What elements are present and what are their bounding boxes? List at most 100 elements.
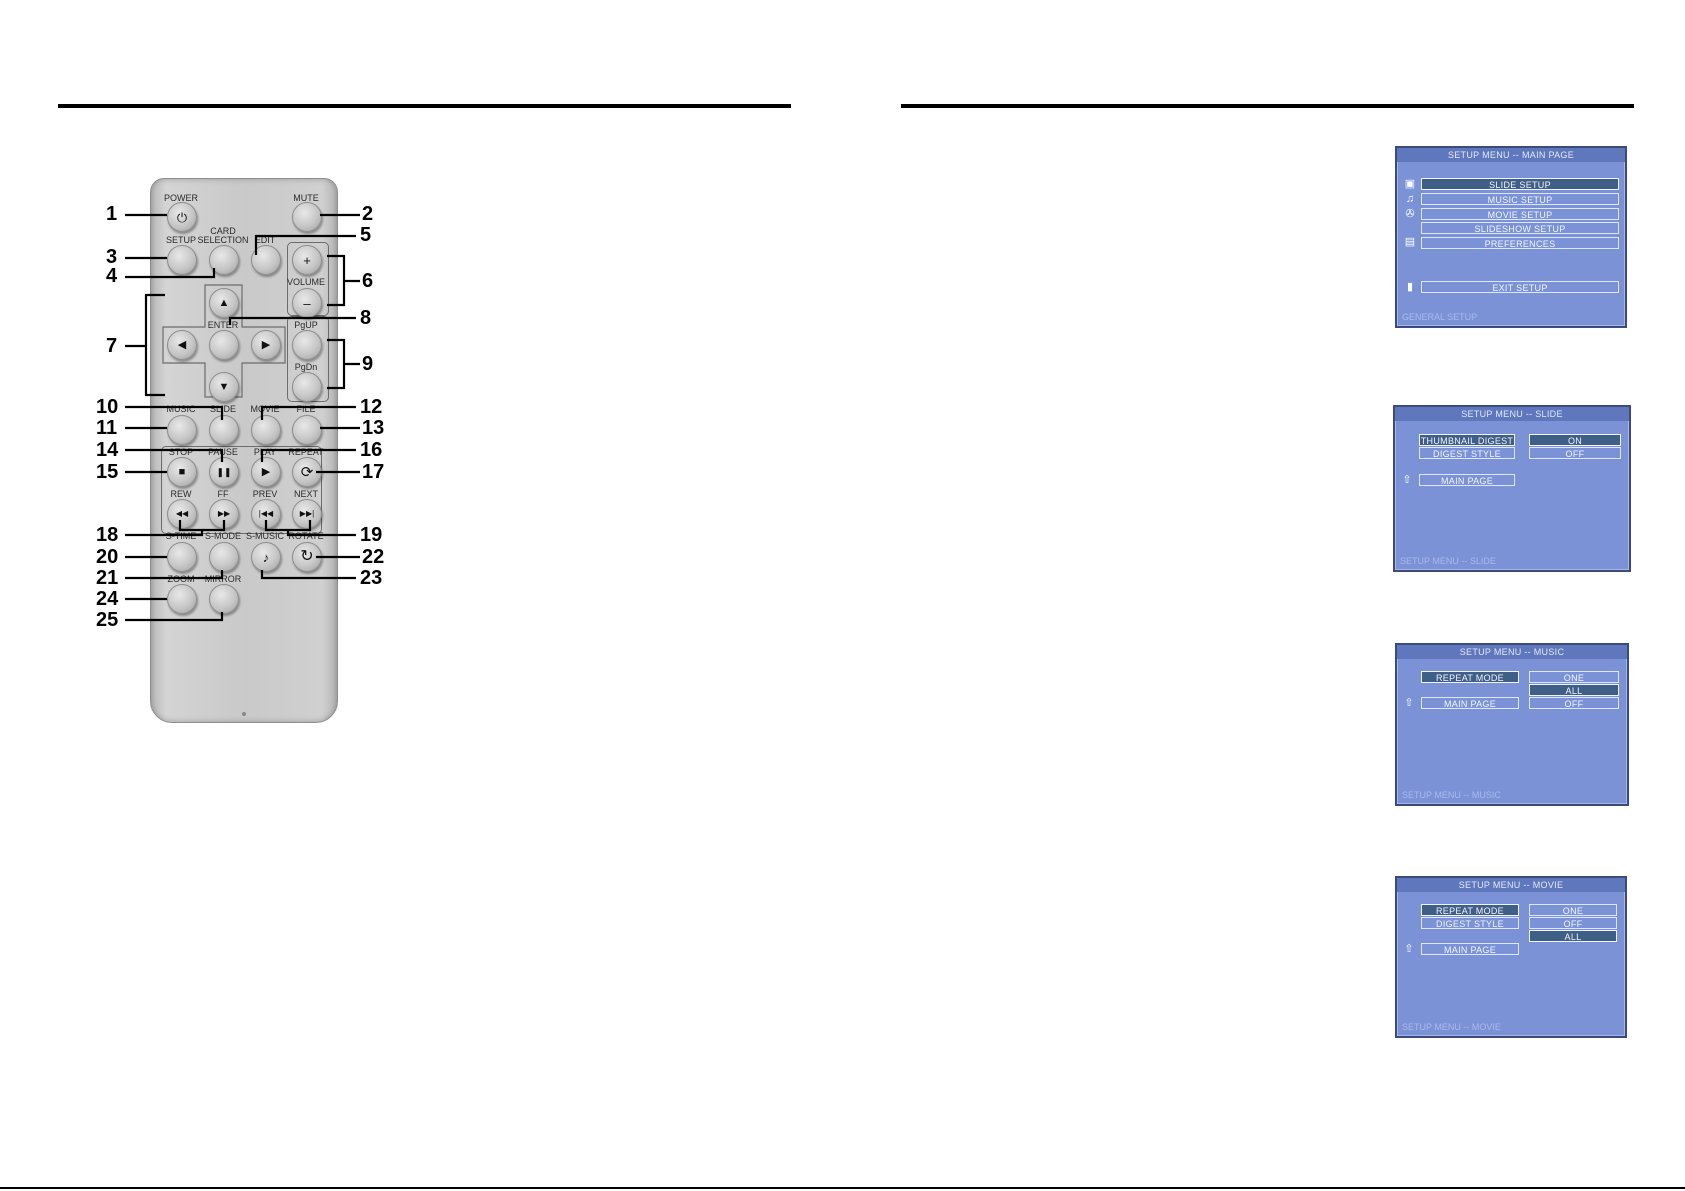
up-arrow-icon: ⇧ [1402,474,1412,486]
option-off[interactable]: OFF [1529,917,1617,929]
callout-12: 12 [360,396,383,418]
down-arrow-icon: ▼ [218,380,230,393]
menu-footer: SETUP MENU -- MUSIC [1402,790,1501,800]
menu-item-preferences[interactable]: PREFERENCES [1421,237,1619,249]
movie-button[interactable] [251,415,281,445]
callout-11: 11 [96,417,118,439]
callout-25: 25 [96,609,119,631]
setup-button[interactable] [167,245,197,275]
callout-1: 1 [106,203,118,225]
menu-item-music-setup[interactable]: MUSIC SETUP [1421,193,1619,205]
callout-19: 19 [360,524,383,546]
s-music-label: S-MUSIC [246,531,284,541]
menu-item-slideshow-setup[interactable]: SLIDESHOW SETUP [1421,222,1619,234]
up-arrow-icon: ⇧ [1404,697,1414,709]
callout-8: 8 [360,307,372,329]
menu-title: SETUP MENU -- SLIDE [1395,407,1629,421]
callout-3: 3 [106,246,118,268]
music-button[interactable] [167,415,197,445]
stop-label: STOP [168,447,194,457]
option-one[interactable]: ONE [1529,904,1617,916]
slide-button[interactable] [209,415,239,445]
plus-icon: + [303,252,311,268]
stop-button[interactable]: ■ [167,457,197,487]
s-mode-button[interactable] [209,542,239,572]
pgup-button[interactable] [292,330,322,360]
menu-item-digest-style[interactable]: DIGEST STYLE [1421,917,1519,929]
ff-button[interactable]: ▶▶ [209,499,239,529]
volume-up-button[interactable]: + [292,245,322,275]
pause-button[interactable]: ❚❚ [209,457,239,487]
option-off[interactable]: OFF [1529,447,1621,459]
menu-item-repeat-mode[interactable]: REPEAT MODE [1421,671,1519,683]
option-all[interactable]: ALL [1529,684,1619,696]
enter-button[interactable] [209,330,239,360]
repeat-icon: ⟳ [300,463,314,481]
stop-icon: ■ [178,465,186,478]
enter-label: ENTER [207,320,239,330]
callout-2: 2 [362,203,374,225]
mute-button[interactable] [292,202,322,232]
callout-5: 5 [360,224,372,246]
zoom-button[interactable] [167,584,197,614]
rew-button[interactable]: ◀◀ [167,499,197,529]
pgdn-button[interactable] [292,372,322,402]
up-arrow-icon: ⇧ [1404,943,1414,955]
s-time-button[interactable] [167,542,197,572]
minus-icon: – [303,295,311,311]
power-icon: ⏻ [176,209,188,225]
power-button[interactable]: ⏻ [167,202,197,232]
option-off[interactable]: OFF [1529,697,1619,709]
main-page-button[interactable]: MAIN PAGE [1419,474,1515,486]
menu-item-repeat-mode[interactable]: REPEAT MODE [1421,904,1519,916]
next-button[interactable]: ▶▶| [292,499,322,529]
main-page-button[interactable]: MAIN PAGE [1421,697,1519,709]
playback-frame [161,446,322,534]
menu-item-thumbnail-digest[interactable]: THUMBNAIL DIGEST [1419,434,1515,446]
remote-ir-dot [242,712,246,716]
option-all[interactable]: ALL [1529,930,1617,942]
callout-17: 17 [362,461,385,483]
rotate-icon: ↻ [300,548,314,565]
pgup-label: PgUP [294,320,318,330]
pause-icon: ❚❚ [216,466,232,477]
option-on[interactable]: ON [1529,434,1621,446]
fast-forward-icon: ▶▶ [217,509,231,518]
menu-title: SETUP MENU -- MUSIC [1397,645,1627,659]
option-one[interactable]: ONE [1529,671,1619,683]
menu-item-movie-setup[interactable]: MOVIE SETUP [1421,208,1619,220]
callout-22: 22 [362,546,385,568]
callout-4: 4 [106,265,118,287]
setup-menu-music: SETUP MENU -- MUSIC REPEAT MODE ONE ALL … [1395,643,1629,806]
movie-label: MOVIE [250,404,280,414]
down-arrow-button[interactable]: ▼ [209,372,239,402]
left-arrow-button[interactable]: ◀ [167,330,197,360]
right-arrow-icon: ▶ [261,338,271,351]
previous-icon: |◀◀ [258,509,274,518]
setup-menu-main-page: SETUP MENU -- MAIN PAGE ▣ ♫ ✇ ▤ SLIDE SE… [1395,146,1627,328]
up-arrow-button[interactable]: ▲ [209,288,239,318]
s-music-button[interactable]: ♪ [251,542,281,572]
rewind-icon: ◀◀ [175,509,189,518]
play-label: PLAY [253,447,277,457]
callout-15: 15 [96,461,119,483]
preferences-icon: ▤ [1404,236,1416,248]
callout-24: 24 [96,588,119,610]
play-button[interactable]: ▶ [251,457,281,487]
menu-title: SETUP MENU -- MAIN PAGE [1397,148,1625,162]
right-arrow-button[interactable]: ▶ [251,330,281,360]
menu-item-slide-setup[interactable]: SLIDE SETUP [1421,178,1619,190]
file-button[interactable] [292,415,322,445]
exit-icon: ▮ [1406,281,1414,293]
callout-14: 14 [96,439,119,461]
volume-down-button[interactable]: – [292,288,322,318]
menu-item-digest-style[interactable]: DIGEST STYLE [1419,447,1515,459]
main-page-button[interactable]: MAIN PAGE [1421,943,1519,955]
mirror-button[interactable] [209,584,239,614]
movie-icon: ✇ [1405,208,1415,220]
exit-setup-button[interactable]: EXIT SETUP [1421,281,1619,293]
music-label: MUSIC [166,404,196,414]
callout-21: 21 [96,567,119,589]
up-arrow-icon: ▲ [218,296,230,309]
left-header-rule [58,104,791,108]
